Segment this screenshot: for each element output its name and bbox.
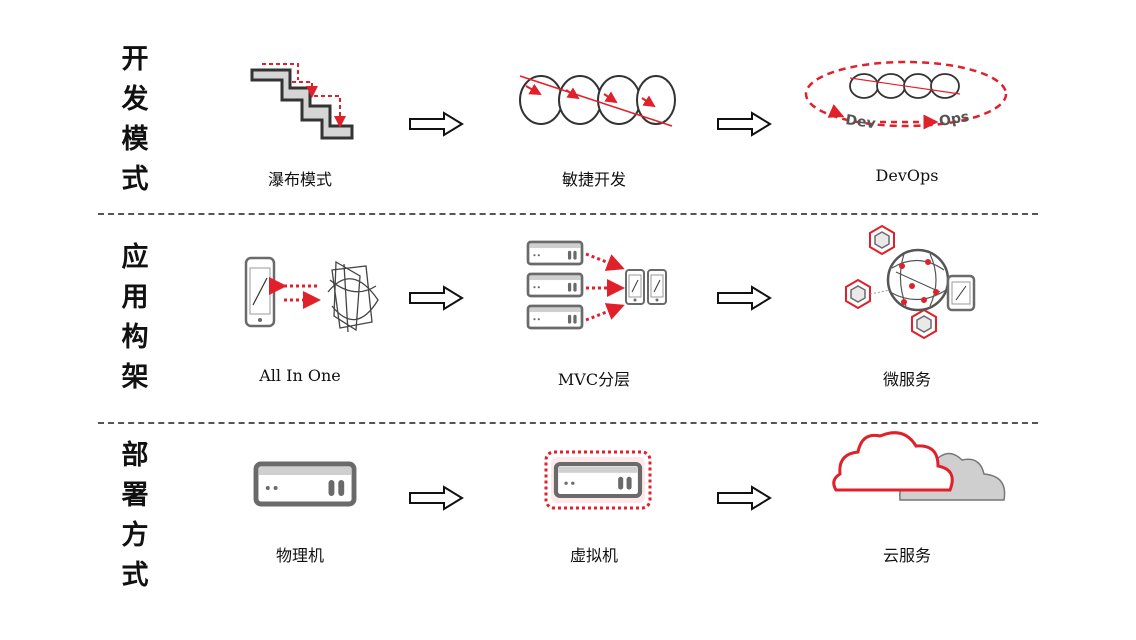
row-label-char: 发 bbox=[121, 84, 149, 115]
mvc-icon bbox=[526, 240, 667, 330]
arrow-icon bbox=[409, 286, 463, 310]
row-label-char: 方 bbox=[121, 520, 149, 551]
caption-cloud-service: 云服务 bbox=[882, 546, 931, 565]
arrow-icon bbox=[409, 486, 463, 510]
row-label-char: 署 bbox=[121, 480, 149, 511]
arrow-icon bbox=[717, 486, 771, 510]
waterfall-icon bbox=[250, 63, 354, 140]
row-divider bbox=[98, 422, 1038, 424]
caption-devops: DevOps bbox=[875, 166, 939, 185]
row-label-char: 构 bbox=[121, 322, 149, 353]
caption-mvc: MVC分层 bbox=[557, 370, 631, 389]
agile-icon bbox=[519, 75, 676, 127]
row-label-char: 应 bbox=[121, 242, 149, 273]
devops-icon: Dev Ops bbox=[804, 60, 1008, 132]
caption-virtual-machine: 虚拟机 bbox=[569, 546, 618, 565]
row-label-char: 式 bbox=[121, 560, 149, 591]
row-divider bbox=[98, 213, 1038, 215]
row-label-char: 部 bbox=[121, 440, 149, 471]
caption-agile: 敏捷开发 bbox=[561, 170, 626, 189]
row-label-char: 架 bbox=[121, 362, 149, 393]
physical-server-icon bbox=[256, 464, 354, 504]
caption-microservices: 微服务 bbox=[882, 370, 931, 389]
arrow-icon bbox=[717, 286, 771, 310]
row-label-char: 用 bbox=[121, 282, 149, 313]
virtual-server-icon bbox=[544, 450, 652, 510]
row-label-deployment: 部 署 方 式 bbox=[118, 436, 152, 596]
caption-physical-machine: 物理机 bbox=[275, 546, 324, 565]
row-label-dev-mode: 开 发 模 式 bbox=[118, 40, 152, 200]
devops-ops-label: Ops bbox=[938, 109, 971, 130]
cloud-icon bbox=[832, 431, 1006, 501]
microservices-icon bbox=[845, 225, 976, 339]
row-label-architecture: 应 用 构 架 bbox=[118, 238, 152, 398]
devops-dev-label: Dev bbox=[844, 112, 876, 132]
arrow-icon bbox=[409, 112, 463, 136]
row-label-char: 模 bbox=[121, 124, 149, 155]
all-in-one-icon bbox=[244, 256, 379, 333]
caption-all-in-one: All In One bbox=[259, 366, 341, 385]
row-label-char: 开 bbox=[121, 44, 149, 75]
arrow-icon bbox=[717, 112, 771, 136]
caption-waterfall: 瀑布模式 bbox=[267, 170, 332, 189]
row-label-char: 式 bbox=[121, 164, 149, 195]
